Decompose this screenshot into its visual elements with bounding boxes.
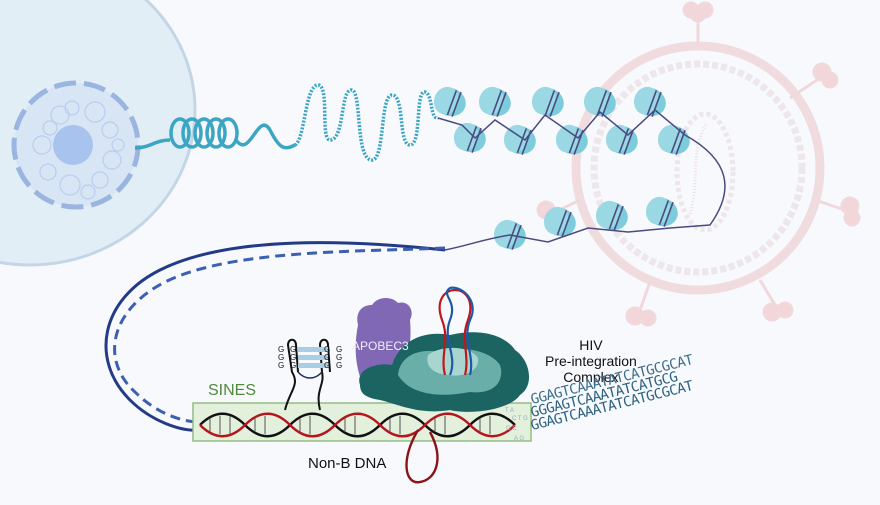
svg-text:A G: A G [514,436,524,442]
g-letter: G [278,353,284,362]
g-letter: G [290,361,296,370]
g-letter: G [336,345,342,354]
non-b-dna-loop [405,429,439,484]
nucleosomes [433,86,690,250]
non-b-dna-label: Non-B DNA [308,455,387,472]
g-letter: G [324,345,330,354]
dna-helix-loop [104,241,446,432]
hiv-pic-label: HIV Pre-integration Complex [545,337,637,385]
g-letter: G [324,353,330,362]
g-letter: G [324,361,330,370]
linker-dna [437,109,726,251]
nucleosome [555,124,588,155]
chromatin-tangle [32,100,125,200]
nucleosome [478,86,511,117]
g-letter: G [336,361,342,370]
nucleosome [453,122,486,153]
nucleosome [433,86,466,117]
nucleosome [595,200,628,231]
g-letter: G [290,353,296,362]
nucleosome [543,206,576,237]
g-letter: G [336,353,342,362]
nucleosome [583,86,616,117]
nucleosome [503,124,536,155]
nucleus [11,80,141,210]
hiv-label-line3: Complex [563,369,619,385]
viral-dna-hairpin [438,286,474,376]
nucleolus [53,125,93,165]
b-dna-segment [199,412,516,438]
envelope-spikes [536,1,861,327]
svg-text:T A: T A [505,408,514,414]
svg-text:G C: G C [506,426,517,432]
chromatin-fiber [134,83,439,162]
hiv-label-line2: Pre-integration [545,353,637,369]
sequence-fragments: T A C T G G C A G [505,408,528,442]
nucleosome [633,86,666,117]
apobec3-label: APOBEC3 [352,339,409,353]
g-letter: G [290,345,296,354]
g-letter: G [278,345,284,354]
svg-text:C T G: C T G [512,416,528,422]
nucleosome [531,86,564,117]
g-letter: G [278,361,284,370]
hiv-label-line1: HIV [579,337,603,353]
sines-label: SINES [208,382,257,399]
hiv-virion [536,1,861,327]
nucleosome [645,196,678,227]
